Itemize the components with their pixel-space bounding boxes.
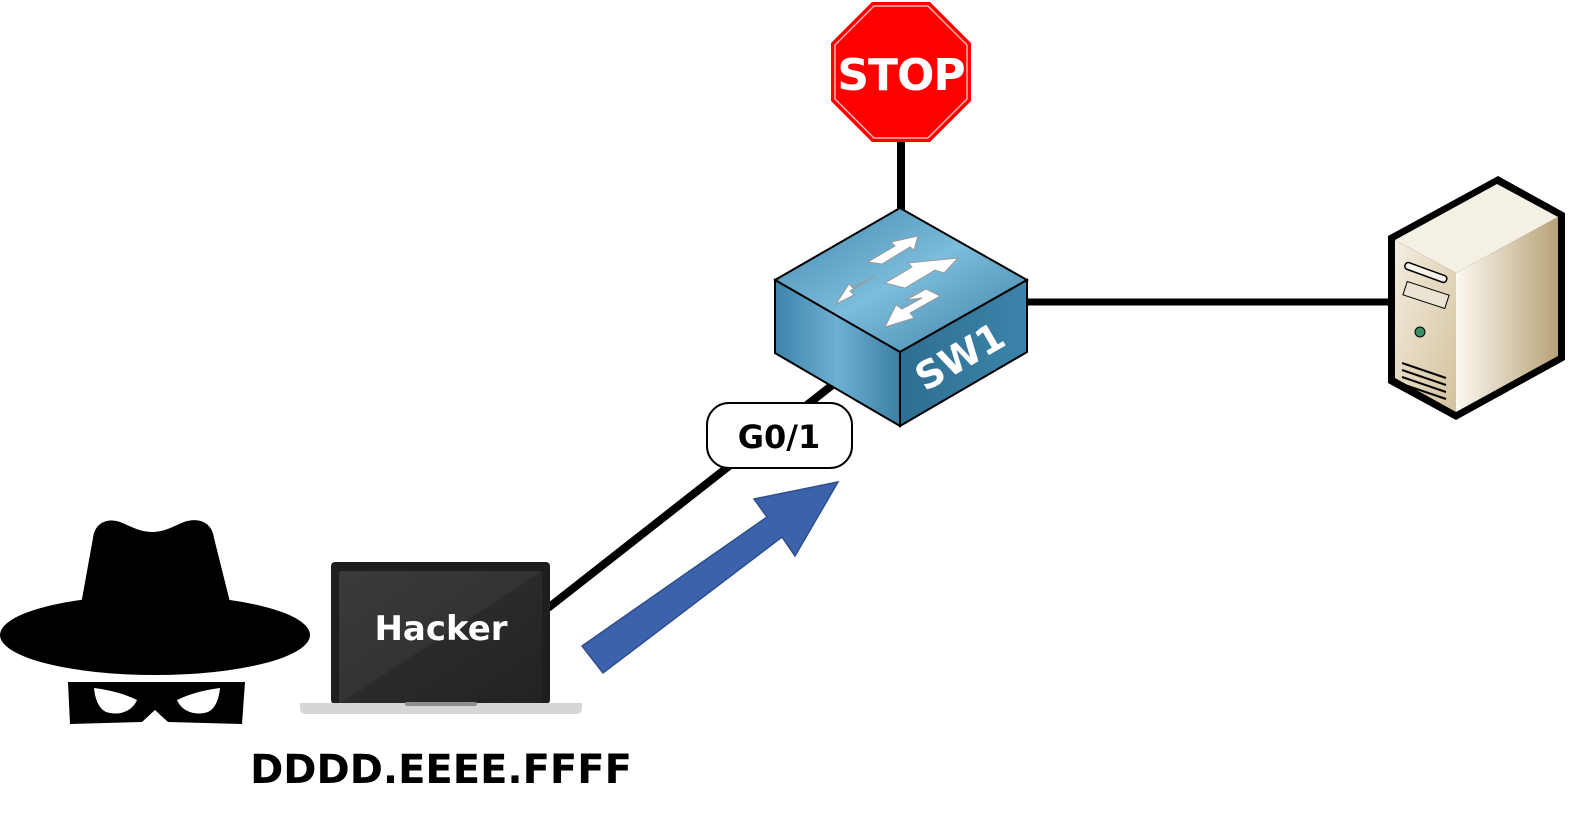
server-icon bbox=[1388, 176, 1565, 420]
hacker-mac-address: DDDD.EEEE.FFFF bbox=[250, 747, 632, 793]
interface-label-text: G0/1 bbox=[738, 418, 820, 456]
laptop-icon: Hacker bbox=[300, 562, 582, 714]
laptop-label: Hacker bbox=[374, 609, 507, 649]
hacker-icon bbox=[0, 520, 310, 724]
stop-sign-text: STOP bbox=[837, 50, 964, 101]
switch-icon: SW1 bbox=[772, 206, 1030, 428]
traffic-arrow-icon bbox=[580, 480, 840, 675]
switch-arrows-icon bbox=[834, 235, 960, 328]
stop-sign-icon: STOP bbox=[831, 2, 971, 142]
interface-label: G0/1 bbox=[706, 402, 853, 469]
